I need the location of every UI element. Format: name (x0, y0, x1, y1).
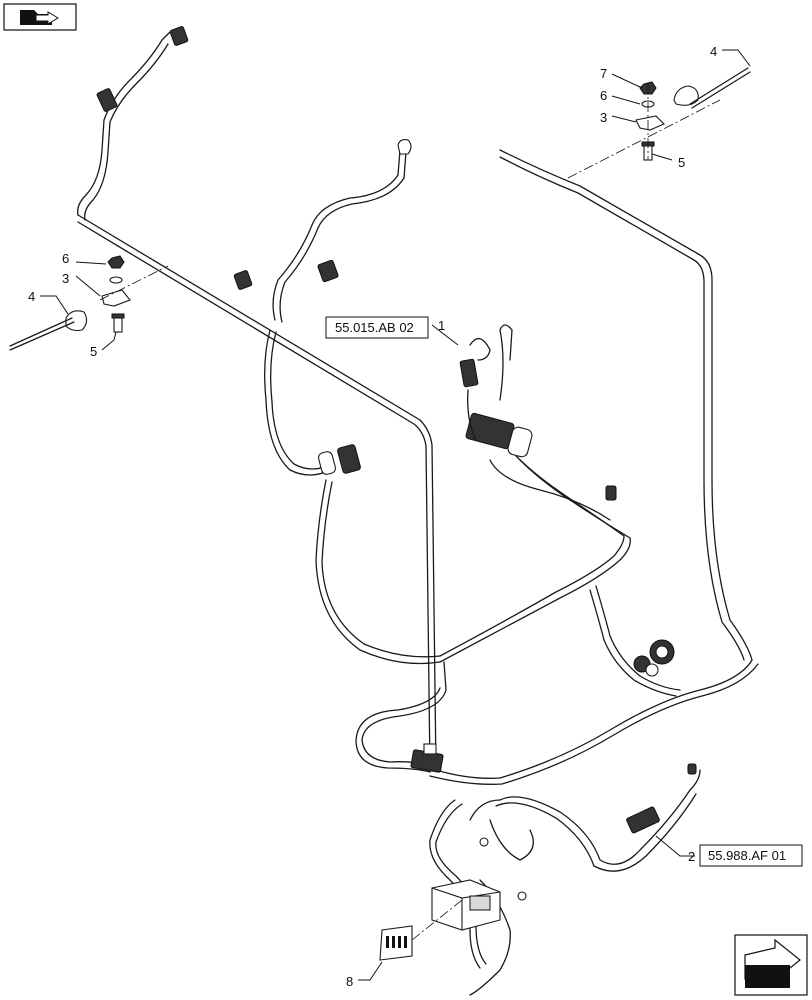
electronic-module (431, 879, 501, 931)
connector-right-lower (626, 763, 701, 834)
callout-5-right: 5 (678, 155, 685, 170)
callout-6-right: 6 (600, 88, 607, 103)
connector-top-center (397, 139, 412, 155)
callout-6-left: 6 (62, 251, 69, 266)
connector-group-1 (459, 324, 611, 521)
reference-label-upper[interactable]: 55.015.AB 02 (335, 320, 414, 335)
callout-3-left: 3 (62, 271, 69, 286)
book-arrow-icon[interactable] (3, 3, 77, 31)
connector-upper-mid (233, 259, 339, 290)
label-decal (379, 899, 463, 961)
ring-terminals (479, 837, 527, 901)
callout-5-left: 5 (90, 344, 97, 359)
callout-8: 8 (346, 974, 353, 989)
connector-bottom-center (410, 743, 444, 773)
reference-box-upper[interactable]: 55.015.AB 02 (325, 316, 429, 339)
connector-small-right (605, 485, 617, 501)
connector-left-mid (317, 444, 361, 475)
round-connectors (633, 639, 675, 677)
connector-top-left (96, 26, 189, 112)
callout-leaders (40, 49, 751, 981)
callout-3-right: 3 (600, 110, 607, 125)
callout-4-left: 4 (28, 289, 35, 304)
callout-2: 2 (688, 849, 695, 864)
next-page-arrow-icon[interactable] (734, 934, 808, 996)
reference-box-lower[interactable]: 55.988.AF 01 (699, 844, 803, 867)
tie-assembly-left (9, 255, 169, 351)
callout-4-right: 4 (710, 44, 717, 59)
main-harness (77, 31, 759, 996)
callout-1: 1 (438, 318, 445, 333)
callout-7: 7 (600, 66, 607, 81)
tie-assembly-right (567, 67, 751, 179)
reference-label-lower[interactable]: 55.988.AF 01 (708, 848, 786, 863)
